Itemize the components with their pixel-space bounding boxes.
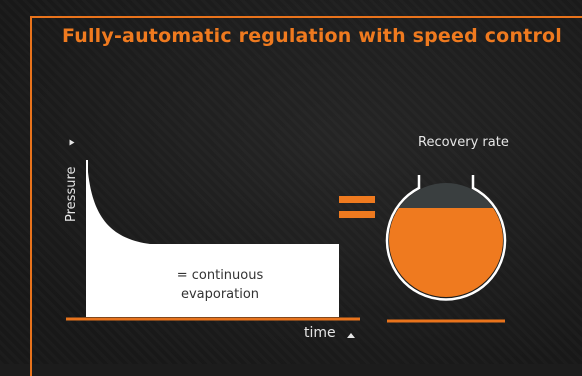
flask-headspace xyxy=(389,183,503,208)
equals-sign-top xyxy=(339,196,375,203)
y-axis-arrow-icon xyxy=(69,139,75,146)
evaporation-label: = continuous evaporation xyxy=(150,266,290,304)
flask-liquid xyxy=(389,208,503,297)
evaporation-label-line2: evaporation xyxy=(180,287,260,302)
regulation-diagram xyxy=(66,160,507,323)
page-title: Fully-automatic regulation with speed co… xyxy=(62,25,562,47)
evaporation-label-line1: = continuous xyxy=(176,268,264,283)
pressure-curve-area xyxy=(87,160,339,317)
orange-frame xyxy=(30,16,582,376)
recovery-rate-label: Recovery rate xyxy=(418,135,509,150)
x-axis-arrow-icon xyxy=(347,333,355,338)
equals-sign-bottom xyxy=(339,211,375,218)
recovery-flask xyxy=(385,175,507,301)
x-axis-label: time xyxy=(304,325,336,341)
y-axis-label: Pressure xyxy=(64,166,79,222)
